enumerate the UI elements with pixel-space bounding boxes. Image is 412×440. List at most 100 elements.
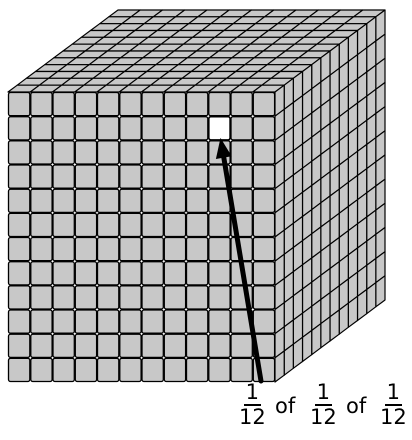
front-face-cube xyxy=(74,116,98,141)
front-face-cube xyxy=(119,357,142,383)
front-face-cube xyxy=(96,261,120,286)
front-face-cube xyxy=(30,91,53,117)
front-face-cube xyxy=(7,333,31,359)
front-face-cube xyxy=(96,116,120,141)
front-face-cube xyxy=(252,261,276,286)
front-face-cube xyxy=(230,91,253,117)
fraction-one-twelfth-3: 1 12 xyxy=(380,382,407,428)
fraction-one-twelfth-2: 1 12 xyxy=(310,382,337,428)
front-face-cube xyxy=(141,188,164,214)
front-face-cube xyxy=(7,164,31,189)
front-face-cube xyxy=(74,285,98,310)
front-face-cube xyxy=(208,333,231,359)
front-face-cube xyxy=(74,357,98,383)
front-face-cube xyxy=(96,236,120,262)
front-face-cube xyxy=(141,261,164,286)
front-face-cube xyxy=(208,285,231,310)
front-face-cube xyxy=(141,285,164,310)
front-face-cube xyxy=(74,91,98,117)
front-face-cube xyxy=(252,91,276,117)
front-face-cube xyxy=(74,333,98,359)
front-face-cube xyxy=(96,164,120,189)
front-face-cube xyxy=(74,309,98,334)
front-face-cube xyxy=(119,91,142,117)
front-face-cube xyxy=(185,140,209,165)
front-face-cube xyxy=(96,285,120,310)
front-face-cube xyxy=(185,188,209,214)
front-face-cube xyxy=(252,140,276,165)
front-face-cube xyxy=(163,212,187,238)
front-face-cube xyxy=(52,188,75,214)
front-face-cube xyxy=(208,91,231,117)
front-face-cube xyxy=(185,285,209,310)
front-face-cube xyxy=(208,212,231,238)
front-face-cube xyxy=(30,212,53,238)
front-face-cube xyxy=(119,333,142,359)
front-face-cube xyxy=(7,357,31,383)
front-face-cube xyxy=(30,309,53,334)
front-face-cube xyxy=(52,140,75,165)
front-face-cube xyxy=(52,116,75,141)
front-face-cube xyxy=(30,285,53,310)
front-face-cube xyxy=(119,212,142,238)
front-face-cube xyxy=(119,236,142,262)
front-face-cube xyxy=(185,212,209,238)
front-face-cube xyxy=(163,285,187,310)
front-face-cube xyxy=(141,212,164,238)
front-face-cube xyxy=(163,236,187,262)
front-face-cube xyxy=(230,357,253,383)
front-face-cube xyxy=(119,309,142,334)
front-face-cube xyxy=(141,91,164,117)
front-face-cube xyxy=(208,236,231,262)
front-face-cube xyxy=(7,309,31,334)
front-face-cube xyxy=(96,333,120,359)
front-face-cube xyxy=(208,357,231,383)
front-face-cube xyxy=(119,140,142,165)
front-face-cube xyxy=(119,164,142,189)
front-face-cube xyxy=(7,91,31,117)
front-face-cube xyxy=(163,116,187,141)
front-face-cube xyxy=(230,140,253,165)
front-face-cube xyxy=(252,164,276,189)
front-face-cube xyxy=(185,357,209,383)
front-face-cube xyxy=(208,261,231,286)
front-face-cube xyxy=(163,333,187,359)
front-face-cube xyxy=(208,188,231,214)
front-face-cube xyxy=(163,357,187,383)
front-face-cube xyxy=(74,236,98,262)
highlighted-unit-cube xyxy=(208,115,231,141)
front-face-cube xyxy=(141,116,164,141)
front-face-cube xyxy=(30,140,53,165)
front-face-cube xyxy=(185,333,209,359)
front-face-cube xyxy=(30,236,53,262)
front-face-cube xyxy=(30,164,53,189)
front-face-cube xyxy=(52,261,75,286)
front-face-cube xyxy=(7,188,31,214)
fraction-one-twelfth-1: 1 12 xyxy=(239,382,266,428)
front-face-cube xyxy=(252,285,276,310)
front-face-cube xyxy=(163,140,187,165)
front-face-cube xyxy=(52,91,75,117)
front-face-cube xyxy=(52,164,75,189)
fraction-3-numerator: 1 xyxy=(384,380,403,406)
front-face-cube xyxy=(230,333,253,359)
front-face-cube xyxy=(74,188,98,214)
front-face-cube xyxy=(163,188,187,214)
front-face-cube xyxy=(96,91,120,117)
front-face-cube xyxy=(230,116,253,141)
front-face-cube xyxy=(185,261,209,286)
front-face-cube xyxy=(30,333,53,359)
front-face-cube xyxy=(30,357,53,383)
front-face-cube xyxy=(7,285,31,310)
front-face-cube xyxy=(96,212,120,238)
front-face-cube xyxy=(52,357,75,383)
front-face-cube xyxy=(52,236,75,262)
front-face-cube xyxy=(52,285,75,310)
fraction-1-denominator: 12 xyxy=(239,405,266,429)
front-face-cube xyxy=(52,212,75,238)
front-face-cube xyxy=(252,309,276,334)
front-face-cube xyxy=(141,333,164,359)
front-face-cube xyxy=(7,212,31,238)
